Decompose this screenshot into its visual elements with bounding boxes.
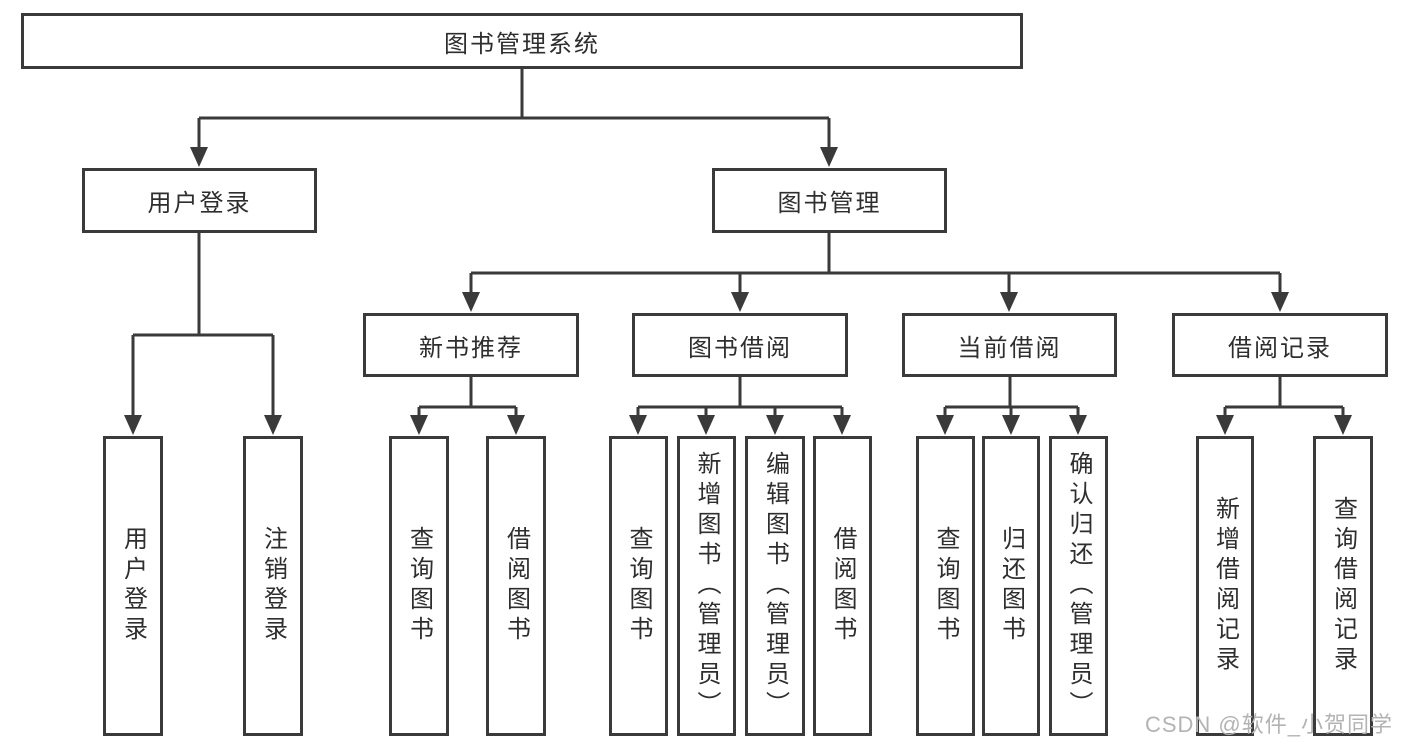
leaf-borrow-books: 借阅图书 (813, 436, 872, 736)
arrow-down-icon (264, 415, 282, 435)
leaf-return-books-label: 归还图书 (997, 526, 1025, 646)
leaf-current-query-books-label: 查询图书 (932, 526, 959, 646)
arrowheads (124, 147, 1352, 435)
leaf-borrow-query-books-label: 查询图书 (625, 526, 652, 646)
connector-current-to-leaves (943, 377, 1080, 417)
arrow-down-icon (1000, 292, 1018, 312)
leaf-current-query-books: 查询图书 (916, 436, 975, 736)
node-borrow-records: 借阅记录 (1172, 313, 1388, 377)
node-borrow-records-label: 借阅记录 (1228, 334, 1332, 362)
node-root-label: 图书管理系统 (444, 30, 600, 58)
arrow-down-icon (190, 147, 208, 167)
leaf-borrow-query-books: 查询图书 (609, 436, 668, 736)
leaf-add-books-admin-label: 新增图书（管理员） (693, 451, 720, 721)
leaf-edit-books-admin: 编辑图书（管理员） (745, 436, 805, 736)
leaf-add-borrow-record: 新增借阅记录 (1196, 436, 1254, 736)
arrow-down-icon (1002, 415, 1020, 435)
leaf-newbook-borrow-books-label: 借阅图书 (502, 526, 530, 646)
arrow-down-icon (766, 415, 784, 435)
leaf-user-login-label: 用户登录 (119, 526, 147, 646)
node-new-book-recommend: 新书推荐 (363, 313, 579, 377)
arrow-down-icon (462, 292, 480, 312)
connector-newbook-to-leaves (417, 377, 518, 417)
arrow-down-icon (410, 415, 428, 435)
arrow-down-icon (1216, 415, 1234, 435)
node-root: 图书管理系统 (21, 13, 1023, 69)
leaf-borrow-books-label: 借阅图书 (829, 526, 856, 646)
node-book-management: 图书管理 (712, 168, 947, 233)
leaf-query-borrow-record: 查询借阅记录 (1313, 436, 1373, 736)
arrow-down-icon (629, 415, 647, 435)
leaf-logout-label: 注销登录 (259, 526, 287, 646)
node-current-borrow-label: 当前借阅 (957, 334, 1062, 362)
connector-mgmt-to-level3 (469, 233, 1282, 294)
node-user-login-label: 用户登录 (147, 190, 252, 217)
node-current-borrow: 当前借阅 (902, 313, 1117, 377)
connector-borrow-to-leaves (636, 377, 844, 417)
node-book-borrow: 图书借阅 (632, 313, 848, 377)
arrow-down-icon (936, 415, 954, 435)
connector-login-to-leaves (131, 233, 275, 417)
leaf-return-books: 归还图书 (982, 436, 1040, 736)
arrow-down-icon (507, 415, 525, 435)
node-book-management-label: 图书管理 (777, 190, 882, 217)
arrow-down-icon (1271, 292, 1289, 312)
leaf-confirm-return-admin: 确认归还（管理员） (1049, 436, 1108, 736)
leaf-user-login: 用户登录 (103, 436, 163, 736)
csdn-watermark: CSDN @软件_小贺同学 (1144, 712, 1393, 737)
connector-root-to-level2 (197, 69, 831, 149)
leaf-add-books-admin: 新增图书（管理员） (677, 436, 736, 736)
leaf-add-borrow-record-label: 新增借阅记录 (1211, 496, 1239, 676)
arrow-down-icon (1334, 415, 1352, 435)
arrow-down-icon (820, 147, 838, 167)
leaf-logout: 注销登录 (243, 436, 303, 736)
node-user-login: 用户登录 (82, 168, 317, 233)
leaf-newbook-query-books-label: 查询图书 (405, 526, 433, 646)
node-new-book-recommend-label: 新书推荐 (419, 334, 523, 362)
arrow-down-icon (124, 415, 142, 435)
leaf-newbook-borrow-books: 借阅图书 (486, 436, 546, 736)
leaf-query-borrow-record-label: 查询借阅记录 (1329, 496, 1357, 676)
leaf-confirm-return-admin-label: 确认归还（管理员） (1065, 451, 1092, 721)
leaf-edit-books-admin-label: 编辑图书（管理员） (761, 451, 789, 721)
arrow-down-icon (697, 415, 715, 435)
arrow-down-icon (1069, 415, 1087, 435)
arrow-down-icon (731, 292, 749, 312)
arrow-down-icon (833, 415, 851, 435)
node-book-borrow-label: 图书借阅 (688, 334, 792, 362)
leaf-newbook-query-books: 查询图书 (389, 436, 449, 736)
connector-records-to-leaves (1223, 377, 1345, 417)
